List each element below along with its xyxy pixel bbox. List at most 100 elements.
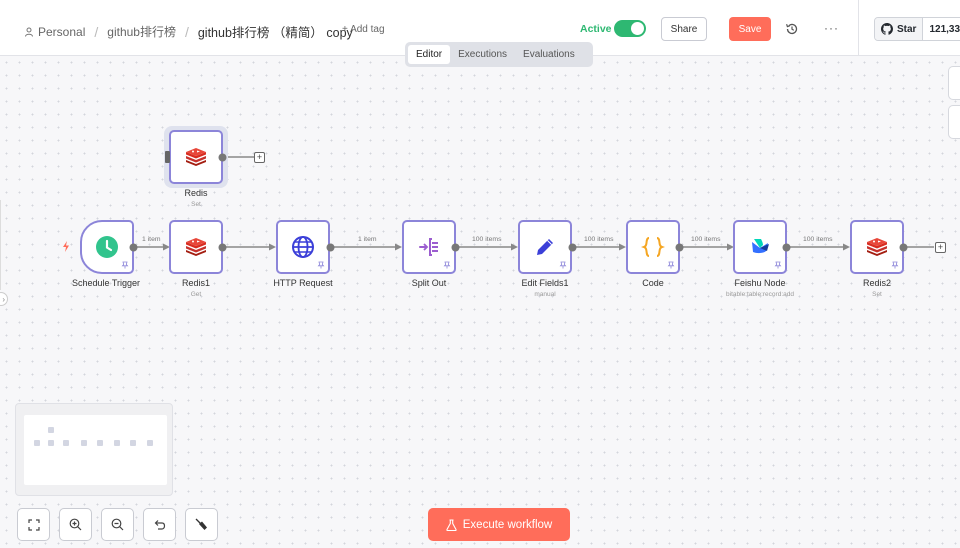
edge-label: 100 items bbox=[584, 236, 614, 243]
minimap-node bbox=[48, 440, 54, 446]
flask-icon bbox=[446, 518, 457, 531]
minimap-node bbox=[48, 427, 54, 433]
node-name: Redis bbox=[184, 188, 208, 198]
pin-icon bbox=[667, 261, 675, 269]
edge-label: 100 items bbox=[803, 236, 833, 243]
node-subtitle: Set bbox=[872, 291, 882, 298]
toggle-knob bbox=[631, 22, 644, 35]
redis-icon bbox=[867, 238, 887, 256]
minimap-node bbox=[147, 440, 153, 446]
minimap-node bbox=[114, 440, 120, 446]
edge-label: 100 items bbox=[472, 236, 502, 243]
tab-evaluations[interactable]: Evaluations bbox=[523, 49, 575, 60]
output-handle[interactable] bbox=[899, 243, 908, 252]
node-redis2[interactable] bbox=[850, 220, 904, 274]
broom-icon bbox=[195, 518, 207, 530]
add-node-plus-icon[interactable]: + bbox=[935, 242, 946, 253]
minimap-node bbox=[34, 440, 40, 446]
zoom-in-button[interactable] bbox=[59, 508, 92, 541]
node-feishu[interactable] bbox=[733, 220, 787, 274]
github-star-button[interactable]: Star bbox=[875, 18, 924, 40]
star-count: 121,33 bbox=[929, 23, 960, 35]
feishu-icon bbox=[752, 239, 769, 254]
node-subtitle: Set bbox=[191, 201, 201, 208]
output-handle[interactable] bbox=[326, 243, 335, 252]
minimap-node bbox=[81, 440, 87, 446]
node-http-request[interactable] bbox=[276, 220, 330, 274]
node-schedule-trigger[interactable] bbox=[80, 220, 134, 274]
workflow-name[interactable]: github排行榜 （精简） copy bbox=[197, 26, 353, 40]
sticky-note-button[interactable] bbox=[948, 105, 960, 139]
pin-icon bbox=[443, 261, 451, 269]
view-tabs: Editor Executions Evaluations bbox=[405, 42, 593, 67]
pencil-icon bbox=[537, 239, 553, 255]
minimap-node bbox=[130, 440, 136, 446]
pin-icon bbox=[317, 261, 325, 269]
tab-editor[interactable]: Editor bbox=[408, 45, 451, 64]
node-code[interactable] bbox=[626, 220, 680, 274]
node-redis1[interactable] bbox=[169, 220, 223, 274]
pin-icon bbox=[121, 261, 129, 269]
node-subtitle: manual bbox=[534, 291, 556, 298]
breadcrumb-separator: / bbox=[94, 23, 99, 40]
node-name: Redis2 bbox=[862, 278, 891, 288]
node-name: Feishu Node bbox=[734, 278, 786, 288]
execute-workflow-button[interactable]: Execute workflow bbox=[428, 508, 570, 541]
pin-icon bbox=[559, 261, 567, 269]
add-tag-button[interactable]: + Add tag bbox=[342, 24, 385, 35]
sidebar-edge bbox=[0, 200, 1, 290]
fit-view-button[interactable] bbox=[17, 508, 50, 541]
split-out-icon bbox=[419, 238, 438, 256]
node-edit-fields1[interactable] bbox=[518, 220, 572, 274]
execute-workflow-label: Execute workflow bbox=[462, 518, 553, 531]
node-split-out[interactable] bbox=[402, 220, 456, 274]
output-handle[interactable] bbox=[782, 243, 791, 252]
output-handle[interactable] bbox=[218, 243, 227, 252]
github-star-widget[interactable]: Star 121,33 bbox=[874, 17, 960, 41]
node-subtitle: bitable:table:record:add bbox=[726, 291, 794, 298]
node-name: Edit Fields1 bbox=[521, 278, 569, 288]
output-handle[interactable] bbox=[218, 153, 227, 162]
output-handle[interactable] bbox=[675, 243, 684, 252]
save-button[interactable]: Save bbox=[729, 17, 771, 41]
add-node-button[interactable] bbox=[948, 66, 960, 100]
zoom-in-icon bbox=[69, 518, 82, 531]
redis-icon bbox=[186, 148, 206, 166]
node-name: Split Out bbox=[411, 278, 447, 288]
tab-executions[interactable]: Executions bbox=[458, 49, 508, 60]
code-braces-icon bbox=[641, 237, 665, 257]
edge-label: 100 items bbox=[691, 236, 721, 243]
github-icon bbox=[881, 23, 893, 35]
history-icon[interactable] bbox=[785, 22, 799, 36]
zoom-out-button[interactable] bbox=[101, 508, 134, 541]
add-node-plus-icon[interactable]: + bbox=[254, 152, 265, 163]
undo-icon bbox=[154, 520, 166, 530]
breadcrumb-folder[interactable]: github排行榜 bbox=[107, 25, 176, 39]
edge-label: 1 item bbox=[358, 236, 377, 243]
node-name: Schedule Trigger bbox=[71, 278, 141, 288]
minimap-node bbox=[63, 440, 69, 446]
node-redis[interactable] bbox=[169, 130, 223, 184]
breadcrumb-separator: / bbox=[184, 23, 189, 40]
undo-button[interactable] bbox=[143, 508, 176, 541]
tidy-up-button[interactable] bbox=[185, 508, 218, 541]
output-handle[interactable] bbox=[451, 243, 460, 252]
node-name: Code bbox=[642, 278, 664, 288]
star-label: Star bbox=[897, 23, 917, 35]
input-handle[interactable] bbox=[164, 151, 172, 163]
output-handle[interactable] bbox=[129, 243, 138, 252]
minimap-node bbox=[97, 440, 103, 446]
output-handle[interactable] bbox=[568, 243, 577, 252]
more-options-icon[interactable]: ··· bbox=[824, 21, 839, 35]
active-toggle[interactable] bbox=[614, 20, 646, 37]
trigger-bolt-icon bbox=[63, 241, 69, 252]
header-divider bbox=[858, 0, 859, 56]
breadcrumb-project[interactable]: Personal bbox=[38, 24, 86, 39]
minimap-viewport bbox=[24, 415, 167, 485]
edge-label: 1 item bbox=[142, 236, 161, 243]
share-button[interactable]: Share bbox=[661, 17, 707, 41]
node-name: HTTP Request bbox=[273, 278, 333, 288]
minimap[interactable] bbox=[15, 403, 173, 496]
active-label: Active bbox=[580, 23, 612, 35]
pin-icon bbox=[774, 261, 782, 269]
